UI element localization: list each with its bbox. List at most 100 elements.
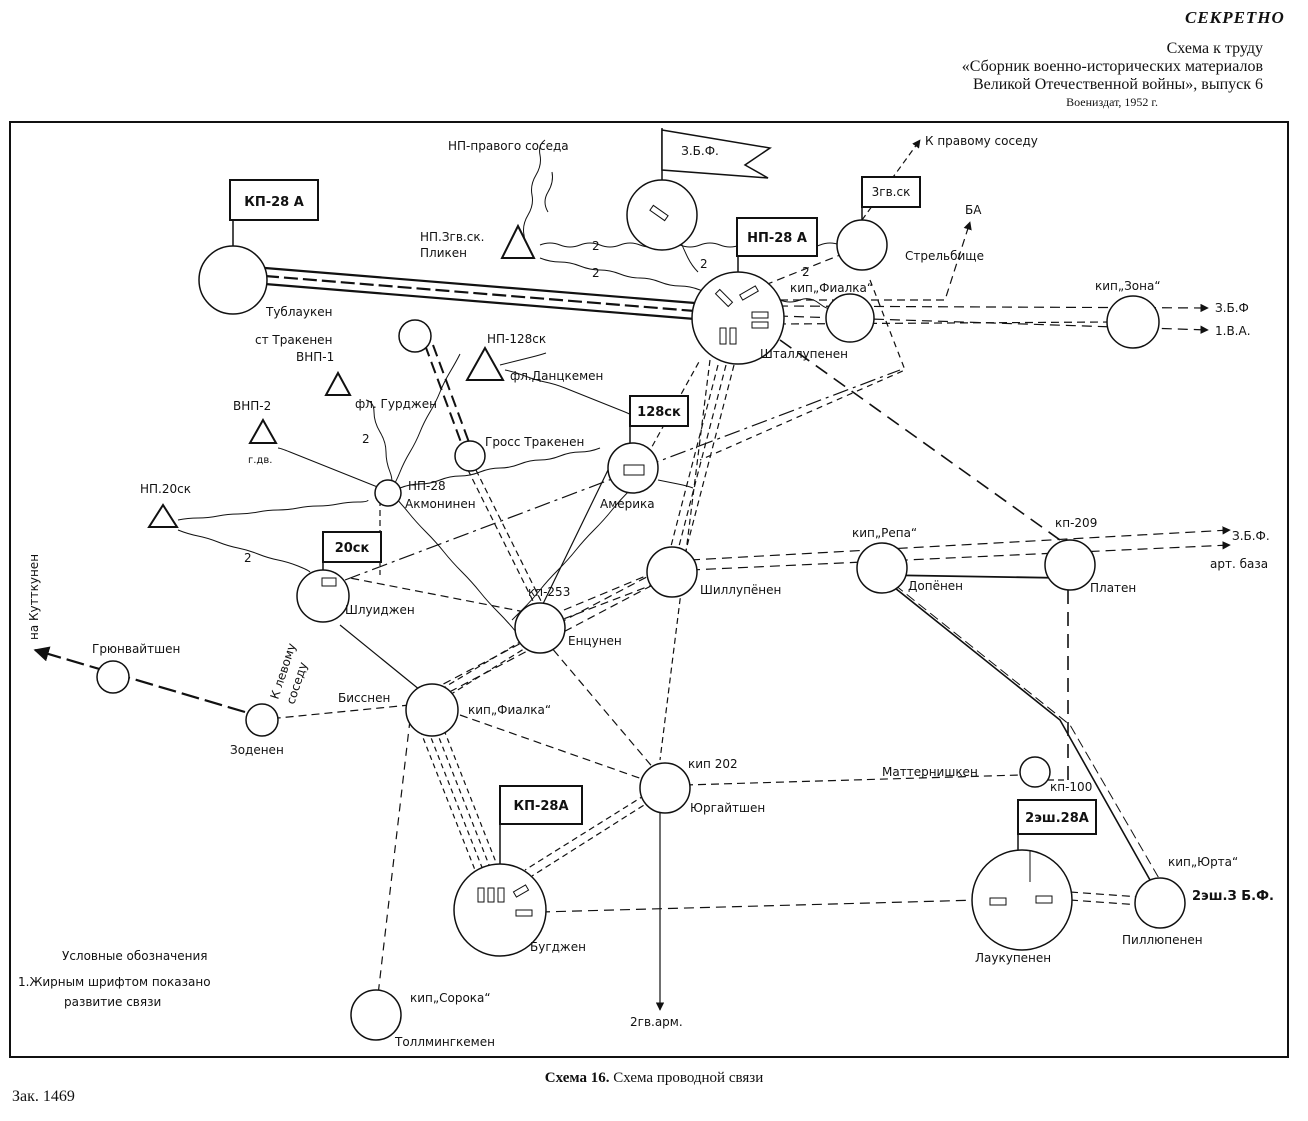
label-to-right: К правому соседу xyxy=(925,134,1038,148)
label-strelbishche: Стрельбище xyxy=(905,249,984,263)
label-np3gvsk-2: Пликен xyxy=(420,246,467,260)
node-zodenen xyxy=(245,703,279,737)
label-np28: НП-28 xyxy=(408,479,446,493)
secret-stamp: СЕКРЕТНО xyxy=(1185,8,1285,27)
map-frame xyxy=(9,121,1289,1058)
header-line-4: Воениздат, 1952 г. xyxy=(1066,95,1158,109)
flag-np28a: НП-28 А xyxy=(736,217,818,272)
triangle-vnp1 xyxy=(324,370,352,396)
header-line-1: Схема к труду xyxy=(1166,40,1263,57)
label-entsunen: Енцунен xyxy=(568,634,622,648)
label-tollmingkemen: Толлмингкемен xyxy=(394,1035,495,1049)
cable-count-6: 2 xyxy=(244,551,252,565)
cable-count-1: 2 xyxy=(592,239,600,253)
label-budzhen: Бугджен xyxy=(530,940,586,954)
node-pillupenen xyxy=(1134,877,1186,929)
header-line-3: Великой Отечественной войны», выпуск 6 xyxy=(972,76,1263,93)
node-tublauken xyxy=(198,245,268,315)
label-laukupenen: Лаукупенен xyxy=(975,951,1051,965)
cable-count-2: 2 xyxy=(592,266,600,280)
label-st-trakenen: ст Тракенен xyxy=(255,333,332,347)
label-bissnen: Бисснен xyxy=(338,691,390,705)
label-kip-zona: кип„Зона“ xyxy=(1095,279,1161,293)
label-fl-gurdzhen: фл. Гурджен xyxy=(355,397,437,411)
flag-kp28a-bottom: КП-28А xyxy=(499,785,583,864)
label-yurgaitshen: Юргайтшен xyxy=(690,801,765,815)
node-zona xyxy=(1106,295,1160,349)
label-grunvaitshen: Грюнвайтшен xyxy=(92,642,180,656)
cable-count-3: 2 xyxy=(700,257,708,271)
flag-20sk: 20ск xyxy=(322,531,382,570)
caption-title: Схема проводной связи xyxy=(613,1070,764,1086)
node-amerika xyxy=(607,442,659,494)
label-art-baza: арт. база xyxy=(1210,557,1268,571)
node-kp209 xyxy=(1044,539,1096,591)
node-grunvaitshen xyxy=(96,660,130,694)
label-kip202: кип 202 xyxy=(688,757,738,771)
label-kip-yurta: кип„Юрта“ xyxy=(1168,855,1238,869)
node-gross-trakenen xyxy=(454,440,486,472)
nodes xyxy=(96,179,1186,1041)
node-fialka-top xyxy=(825,293,875,343)
node-tollmingkemen xyxy=(350,989,402,1041)
label-tublauken: Тублаукен xyxy=(265,305,332,319)
label-2gv-arm: 2гв.арм. xyxy=(630,1015,683,1029)
label-amerika: Америка xyxy=(600,497,655,511)
flag-zbf-label: З.Б.Ф. xyxy=(681,144,719,158)
flag-np28a-label: НП-28 А xyxy=(747,231,807,246)
header-line-2: «Сборник военно-исторических материалов xyxy=(961,58,1263,75)
label-gdv: г.дв. xyxy=(248,455,272,466)
triangle-np-128sk xyxy=(465,345,505,381)
triangle-np-3gvsk xyxy=(500,223,536,259)
flag-2esh28a: 2эш.28А xyxy=(1017,799,1097,850)
label-kip-soroka: кип„Сорока“ xyxy=(410,991,491,1005)
node-3gvsk xyxy=(836,219,888,271)
node-matternishken xyxy=(1019,756,1051,788)
legend-line-1: 1.Жирным шрифтом показано xyxy=(18,975,211,989)
flag-kp28a-bottom-label: КП-28А xyxy=(513,799,568,814)
node-shillupenen xyxy=(646,546,698,598)
flag-128sk: 128ск xyxy=(629,395,689,443)
label-np128: НП-128ск xyxy=(487,332,546,346)
figure-caption: Схема 16. Схема проводной связи xyxy=(0,1070,1308,1087)
label-vnp2: ВНП-2 xyxy=(233,399,271,413)
triangle-np20sk xyxy=(147,503,179,528)
order-number: Зак. 1469 xyxy=(12,1088,75,1105)
label-dopenen: Допёнен xyxy=(908,579,963,593)
label-zbf-right2: З.Б.Ф. xyxy=(1232,529,1270,543)
legend-line-2: развитие связи xyxy=(64,995,161,1009)
node-repa xyxy=(856,542,908,594)
label-2esh-zbf: 2эш.З Б.Ф. xyxy=(1192,889,1274,904)
node-np28 xyxy=(374,479,402,507)
caption-number: Схема 16. xyxy=(544,1070,610,1086)
label-np20: НП.20ск xyxy=(140,482,191,496)
label-platen: Платен xyxy=(1090,581,1136,595)
triangle-vnp2 xyxy=(248,417,278,444)
place-labels: НП-правого соседа К правому соседу БА НП… xyxy=(18,134,1274,1049)
label-np-right: НП-правого соседа xyxy=(448,139,569,153)
node-kip202 xyxy=(639,762,691,814)
node-trakenen-st xyxy=(398,319,432,353)
node-bissnen xyxy=(405,683,459,737)
label-matternishken: Маттернишкен xyxy=(882,765,978,779)
label-zodenen: Зоденен xyxy=(230,743,284,757)
label-fl-dantskemen: фл.Данцкемен xyxy=(510,369,603,383)
label-1va: 1.В.А. xyxy=(1215,324,1251,338)
label-pillupenen: Пиллюпенен xyxy=(1122,933,1203,947)
label-zbf-right: З.Б.Ф xyxy=(1215,301,1249,315)
flag-kp28a-top-label: КП-28 А xyxy=(244,195,304,210)
label-shluidzhen: Шлуиджен xyxy=(345,603,415,617)
node-kp253 xyxy=(514,602,566,654)
label-np3gvsk-1: НП.Згв.ск. xyxy=(420,230,484,244)
cable-count-4: 2 xyxy=(802,265,810,279)
label-gross-trakenen: Гросс Тракенен xyxy=(485,435,584,449)
label-kp253: кп-253 xyxy=(528,585,570,599)
label-shillupenen: Шиллупёнен xyxy=(700,583,781,597)
label-kp209: кп-209 xyxy=(1055,516,1097,530)
observation-posts xyxy=(147,223,536,528)
label-na-kuttkunen: на Кутткунен xyxy=(27,554,41,640)
label-kip-repa: кип„Репа“ xyxy=(852,526,917,540)
node-laukupenen xyxy=(971,849,1073,951)
node-symbols xyxy=(321,204,1053,917)
flag-20sk-label: 20ск xyxy=(335,541,370,556)
